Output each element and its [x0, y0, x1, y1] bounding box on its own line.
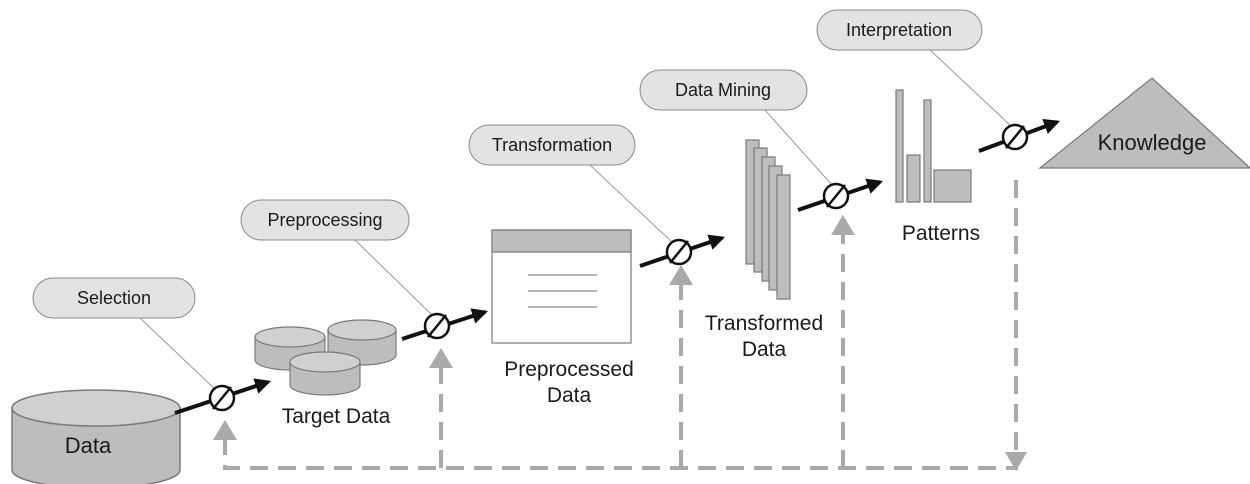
pattern-bar-1 [895, 89, 904, 203]
pattern-bar-2 [906, 154, 921, 203]
arrow-selection [174, 378, 272, 415]
step-pills: Selection Preprocessing Transformation D… [32, 9, 983, 319]
step-arrows [174, 118, 1060, 415]
transformed-data-stack [745, 139, 791, 300]
pill-data-mining: Data Mining [639, 69, 808, 111]
arrow-interpretation [978, 118, 1060, 153]
pill-preprocessing: Preprocessing [240, 199, 410, 241]
leader-lines [139, 49, 1011, 393]
feedback-arrowhead-down [1005, 452, 1027, 471]
feedback-path [223, 180, 1018, 470]
data-cylinder: Data [11, 389, 181, 484]
pattern-bar-3 [923, 99, 932, 203]
pill-interpretation-label: Interpretation [846, 20, 952, 40]
arrow-preprocessing [401, 308, 489, 341]
target-data-cylinders: Target Data [254, 319, 397, 428]
pill-transformation-label: Transformation [492, 135, 612, 155]
cylinder-small-front [289, 351, 361, 396]
preprocessed-data-label-line2: Data [547, 384, 592, 407]
leader-data-mining [764, 109, 833, 186]
data-label: Data [65, 433, 112, 458]
arrow-transformation [639, 234, 726, 268]
patterns-bars [895, 89, 972, 203]
preprocessed-data-document: Preprocessed Data [491, 229, 634, 407]
patterns-label: Patterns [902, 222, 980, 245]
pill-selection-label: Selection [77, 288, 151, 308]
pill-interpretation: Interpretation [816, 9, 983, 51]
leader-interpretation [929, 49, 1011, 126]
pattern-bar-4 [933, 169, 972, 203]
feedback-arrowhead-data-mining [831, 215, 855, 235]
feedback-arrowhead-transformation [669, 265, 693, 285]
leader-selection [139, 317, 219, 393]
leader-preprocessing [354, 239, 433, 316]
transformed-data-label-line1: Transformed [705, 312, 823, 335]
knowledge-triangle: Knowledge [1038, 77, 1250, 169]
pill-data-mining-label: Data Mining [675, 80, 771, 100]
target-data-label: Target Data [282, 405, 391, 428]
pill-preprocessing-label: Preprocessing [267, 210, 382, 230]
transformed-data-label-line2: Data [742, 338, 787, 361]
pill-selection: Selection [32, 277, 196, 319]
feedback-loop [213, 180, 1027, 471]
feedback-arrowhead-preprocessing [429, 348, 453, 368]
feedback-arrowhead-selection [213, 420, 237, 440]
knowledge-label: Knowledge [1098, 130, 1207, 155]
preprocessed-data-label-line1: Preprocessed [504, 358, 634, 381]
leader-transformation [589, 164, 676, 246]
arrow-data-mining [797, 178, 884, 212]
pill-transformation: Transformation [468, 124, 636, 166]
